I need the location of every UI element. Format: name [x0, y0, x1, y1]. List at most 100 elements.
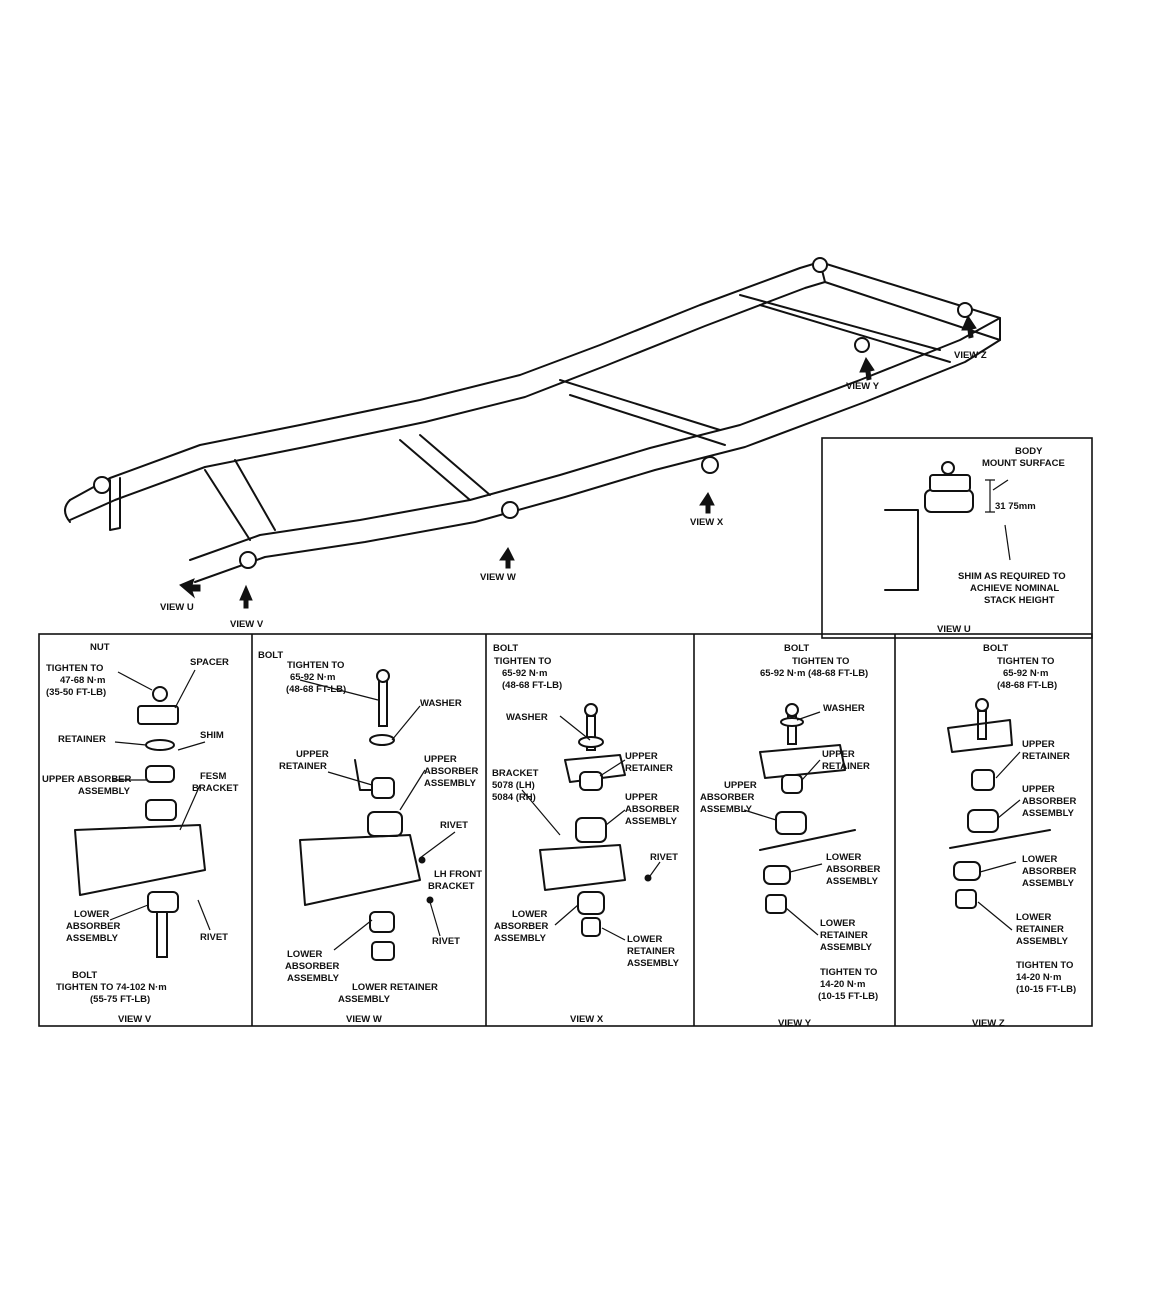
view-w-lh-front-bracket [299, 834, 421, 906]
view-x-upper-absorber-line3: ASSEMBLY [625, 816, 678, 827]
view-w-lower-absorber [369, 911, 395, 933]
view-x-bolt-label: BOLT [493, 643, 518, 654]
view-x-bracket-plate [564, 754, 626, 783]
view-z-bolt [977, 710, 987, 740]
view-z-tighten-line2: 65-92 N·m [1003, 668, 1048, 679]
view-x-upper-absorber-line2: ABSORBER [625, 804, 680, 815]
view-v-fesm-line1: FESM [200, 771, 226, 782]
view-z-lower-absorber [953, 861, 981, 881]
view-v-lower-absorber-line1: LOWER [74, 909, 109, 920]
mount-pad-view-x [701, 456, 719, 474]
view-w-rivet-bottom-label: RIVET [432, 936, 460, 947]
view-x-lower-retainer [581, 917, 601, 937]
view-w-tighten-line1: TIGHTEN TO [287, 660, 344, 671]
view-z-upper-absorber-line1: UPPER [1022, 784, 1055, 795]
view-z-lower-retainer-line3: ASSEMBLY [1016, 936, 1069, 947]
view-v-spacer [137, 705, 179, 725]
view-z-lower-absorber-line3: ASSEMBLY [1022, 878, 1075, 889]
view-v-upper-absorber-line1: UPPER ABSORBER [42, 774, 132, 785]
view-u-shim-line1: SHIM AS REQUIRED TO [958, 571, 1066, 582]
view-z-tighten-lower-line1: TIGHTEN TO [1016, 960, 1073, 971]
mount-pad-rear-left [812, 257, 828, 273]
view-w-washer [369, 734, 395, 746]
view-v-panel: NUT TIGHTEN TO 47-68 N·m (35-50 FT-LB) S… [42, 642, 239, 1025]
view-z-upper-absorber-line2: ABSORBER [1022, 796, 1077, 807]
view-v-spacer-label: SPACER [190, 657, 229, 668]
view-z-panel: BOLT TIGHTEN TO 65-92 N·m (48-68 FT-LB) … [947, 643, 1077, 1029]
view-x-bracket-line3: 5084 (RH) [492, 792, 536, 803]
view-x-upper-absorber [575, 817, 607, 843]
view-z-arrow-icon [961, 314, 977, 339]
view-z-lower-retainer-line1: LOWER [1016, 912, 1051, 923]
view-w-lh-front-line1: LH FRONT [434, 869, 482, 880]
view-y-tighten-lower-line1: TIGHTEN TO [820, 967, 877, 978]
view-y-lower-absorber-line3: ASSEMBLY [826, 876, 879, 887]
view-w-lower-retainer-line1: LOWER RETAINER [352, 982, 438, 993]
view-x-lower-retainer-line3: ASSEMBLY [627, 958, 680, 969]
frame-label-view-x: VIEW X [690, 517, 724, 528]
view-y-tighten-lower-line2: 14-20 N·m [820, 979, 865, 990]
view-y-upper-absorber-line2: ABSORBER [700, 792, 755, 803]
view-z-caption: VIEW Z [972, 1018, 1005, 1029]
view-v-bolt [156, 911, 168, 958]
view-y-top-plate [759, 744, 846, 779]
view-v-bolt-line2: TIGHTEN TO 74-102 N·m [56, 982, 167, 993]
view-v-tighten-line1: TIGHTEN TO [46, 663, 103, 674]
mount-pad-view-y [854, 337, 870, 353]
view-z-bolt-label: BOLT [983, 643, 1008, 654]
view-y-upper-absorber-line1: UPPER [724, 780, 757, 791]
view-y-lower-retainer [765, 894, 787, 914]
view-v-retainer [145, 739, 175, 751]
chassis-frame: VIEW U VIEW V VIEW W VIEW X VIEW Y VIEW … [64, 257, 1001, 630]
view-x-bracket-line1: BRACKET [492, 768, 539, 779]
frame-label-view-u: VIEW U [160, 602, 194, 613]
view-w-tighten-line3: (48-68 FT-LB) [286, 684, 346, 695]
view-y-bolt [787, 715, 797, 745]
view-y-tighten-line1: TIGHTEN TO [792, 656, 849, 667]
view-v-upper-absorber-body [145, 799, 177, 821]
view-x-upper-retainer-line2: RETAINER [625, 763, 673, 774]
view-x-upper-retainer [579, 771, 603, 791]
view-z-upper-retainer [971, 769, 995, 791]
view-w-upper-absorber-line2: ABSORBER [424, 766, 479, 777]
view-v-fesm-bracket [74, 824, 206, 896]
view-x-caption: VIEW X [570, 1014, 604, 1025]
view-y-lower-retainer-line2: RETAINER [820, 930, 868, 941]
view-z-lower-absorber-line1: LOWER [1022, 854, 1057, 865]
view-w-washer-label: WASHER [420, 698, 462, 709]
view-z-upper-absorber-line3: ASSEMBLY [1022, 808, 1075, 819]
view-y-lower-retainer-line1: LOWER [820, 918, 855, 929]
view-w-lower-retainer-line2: ASSEMBLY [338, 994, 391, 1005]
view-y-upper-retainer-line2: RETAINER [822, 761, 870, 772]
view-x-arrow-icon [699, 492, 715, 514]
view-v-caption: VIEW V [118, 1014, 152, 1025]
view-u-body-line2: MOUNT SURFACE [982, 458, 1065, 469]
view-w-panel: BOLT TIGHTEN TO 65-92 N·m (48-68 FT-LB) … [258, 650, 482, 1025]
view-w-lower-absorber-line2: ABSORBER [285, 961, 340, 972]
view-v-lower-absorber [147, 891, 179, 913]
view-y-arrow-icon [859, 356, 875, 381]
mount-pad-view-v [239, 551, 257, 569]
view-x-lower-retainer-line1: LOWER [627, 934, 662, 945]
view-z-tighten-lower-line2: 14-20 N·m [1016, 972, 1061, 983]
view-w-lower-retainer [371, 941, 395, 961]
frame-label-view-y: VIEW Y [846, 381, 880, 392]
view-w-upper-retainer-line1: UPPER [296, 749, 329, 760]
view-w-upper-retainer [371, 777, 395, 799]
view-x-washer-label: WASHER [506, 712, 548, 723]
view-x-upper-absorber-line1: UPPER [625, 792, 658, 803]
view-v-nut [152, 686, 168, 702]
view-z-tighten-line3: (48-68 FT-LB) [997, 680, 1057, 691]
view-w-arrow-icon [499, 547, 515, 569]
view-u-shim-line3: STACK HEIGHT [984, 595, 1055, 606]
view-u-shim-line2: ACHIEVE NOMINAL [970, 583, 1059, 594]
view-w-bolt-label: BOLT [258, 650, 283, 661]
view-w-upper-absorber-line1: UPPER [424, 754, 457, 765]
view-v-upper-absorber-line2: ASSEMBLY [78, 786, 131, 797]
view-x-lower-retainer-line2: RETAINER [627, 946, 675, 957]
view-w-lh-front-line2: BRACKET [428, 881, 475, 892]
view-v-upper-absorber [145, 765, 175, 783]
view-v-nut-label: NUT [90, 642, 110, 653]
